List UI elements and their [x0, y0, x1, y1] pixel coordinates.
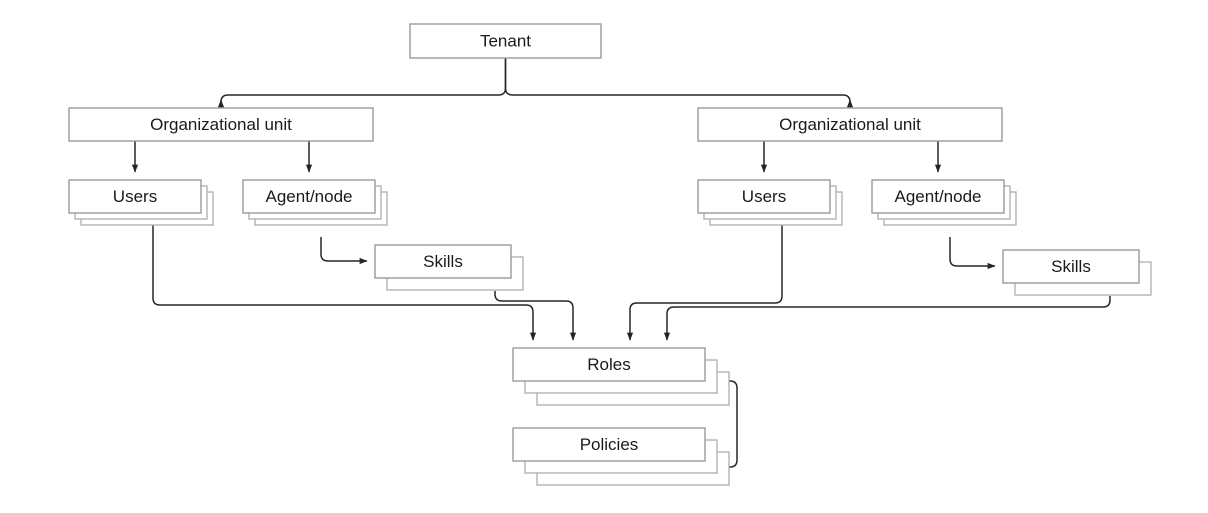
edge-agent-left-to-skills-left	[320, 237, 368, 265]
node-skills-left-box[interactable]	[374, 244, 512, 279]
edge-users-left-to-roles	[152, 213, 537, 341]
edge-skills-left-to-roles	[494, 291, 577, 341]
node-skills-left[interactable]: Skills	[374, 244, 524, 291]
node-users-right[interactable]: Users	[697, 179, 843, 226]
node-tenant[interactable]: Tenant	[409, 23, 602, 59]
node-roles-box[interactable]	[512, 347, 706, 382]
edge-layer	[131, 58, 1111, 471]
node-ou-left[interactable]: Organizational unit	[68, 107, 374, 142]
node-policies-box[interactable]	[512, 427, 706, 462]
node-agent-right-box[interactable]	[871, 179, 1005, 214]
edge-roles-to-policies	[717, 380, 738, 471]
node-ou-right-box[interactable]	[697, 107, 1003, 142]
node-ou-left-box[interactable]	[68, 107, 374, 142]
node-agent-right[interactable]: Agent/node	[871, 179, 1017, 226]
node-users-left-box[interactable]	[68, 179, 202, 214]
node-skills-right-box[interactable]	[1002, 249, 1140, 284]
node-agent-left[interactable]: Agent/node	[242, 179, 388, 226]
node-agent-left-box[interactable]	[242, 179, 376, 214]
edge-skills-right-to-roles	[663, 296, 1111, 341]
node-users-right-box[interactable]	[697, 179, 831, 214]
node-skills-right[interactable]: Skills	[1002, 249, 1152, 296]
node-users-left[interactable]: Users	[68, 179, 214, 226]
node-ou-right[interactable]: Organizational unit	[697, 107, 1003, 142]
node-tenant-box[interactable]	[409, 23, 602, 59]
edge-agent-right-to-skills-right	[949, 237, 996, 270]
node-roles[interactable]: Roles	[512, 347, 730, 406]
edge-users-right-to-roles	[626, 213, 783, 341]
edge-tenant-to-ou-left	[217, 58, 507, 108]
edge-tenant-to-ou-right	[504, 58, 854, 108]
node-policies[interactable]: Policies	[512, 427, 730, 486]
